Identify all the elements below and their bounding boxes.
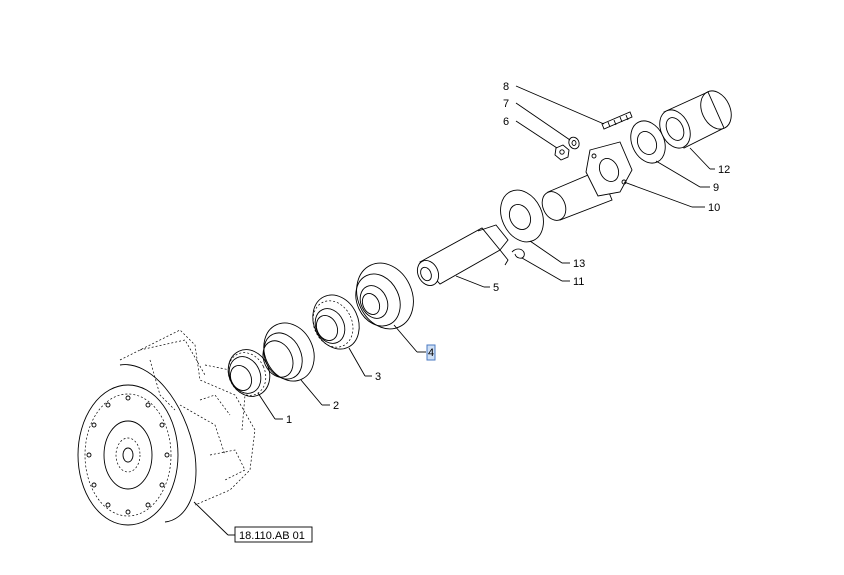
callout-11[interactable]: 11 [573,276,584,288]
callout-2[interactable]: 2 [333,400,339,412]
part-11-clip[interactable] [511,248,570,282]
callout-9[interactable]: 9 [713,182,719,194]
callout-10[interactable]: 10 [708,202,720,214]
callout-5[interactable]: 5 [493,282,499,294]
callout-13[interactable]: 13 [573,258,585,270]
part-8-stud[interactable] [515,85,633,130]
part-7-washer[interactable] [515,102,581,151]
part-10-flanged-sleeve[interactable] [538,141,705,224]
reference-code-box[interactable]: 18.110.AB 01 [193,501,313,543]
callout-4-highlight [426,344,436,361]
callout-7[interactable]: 7 [503,98,509,110]
part-13-washer[interactable] [492,183,570,264]
part-4-carrier[interactable] [346,254,426,353]
part-1-bearing[interactable] [221,343,283,420]
flywheel[interactable] [77,384,179,526]
clutch-housing[interactable] [119,329,256,523]
part-5-shaft[interactable] [413,224,509,289]
callout-1[interactable]: 1 [286,414,292,426]
callout-4[interactable]: 4 [428,347,434,359]
callout-8[interactable]: 8 [503,81,509,93]
callout-labels: 1 2 3 4 5 6 7 8 9 10 11 12 13 [286,81,730,426]
callout-12[interactable]: 12 [718,164,730,176]
part-2-sleeve[interactable] [255,315,330,406]
reference-code: 18.110.AB 01 [239,530,305,542]
part-3-bearing[interactable] [304,287,372,377]
callout-6[interactable]: 6 [503,116,509,128]
part-6-nut[interactable] [515,120,570,161]
flywheel-bolt-holes [86,395,170,515]
part-12-bushing[interactable] [654,86,737,170]
callout-3[interactable]: 3 [375,371,381,383]
